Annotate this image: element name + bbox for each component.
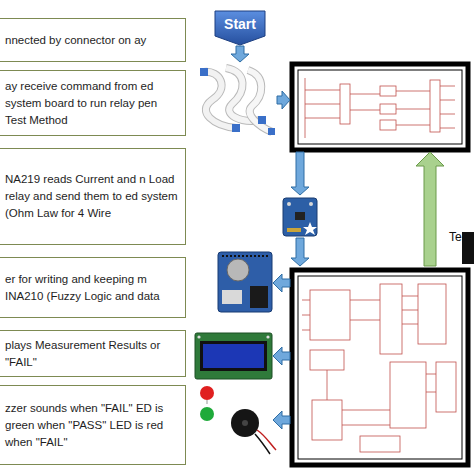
step-box: NA219 reads Current and n Load relay and… [0,148,186,245]
sensor-board [283,198,317,236]
step-text: er for writing and keeping m INA210 (Fuz… [5,271,181,305]
feedback-arrow [416,152,444,266]
lcd-panel [195,333,272,379]
tester-device [462,232,474,264]
step-text: ay receive command from ed system board … [5,78,181,129]
step-box: plays Measurement Results or "FAIL" [0,330,186,377]
step-box: ay receive command from ed system board … [0,70,186,136]
relay-schematic [292,64,468,150]
step-text: plays Measurement Results or "FAIL" [5,337,181,371]
step-text: zzer sounds when "FAIL" ED is green when… [5,400,181,451]
side-label: Te [449,230,462,244]
step-box: er for writing and keeping m INA210 (Fuz… [0,257,186,318]
start-badge: Start [214,10,266,46]
data-logger-shield [218,252,272,312]
controller-schematic [292,270,468,465]
step-text: NA219 reads Current and n Load relay and… [5,171,181,222]
ribbon-cables [200,64,276,136]
step-box: zzer sounds when "FAIL" ED is green when… [0,385,186,465]
flow-arrows [231,46,309,429]
leds-buzzer [200,386,276,454]
start-text: Start [214,16,266,32]
step-box: nnected by connector on ay [0,18,186,62]
step-text: nnected by connector on ay [5,32,181,49]
